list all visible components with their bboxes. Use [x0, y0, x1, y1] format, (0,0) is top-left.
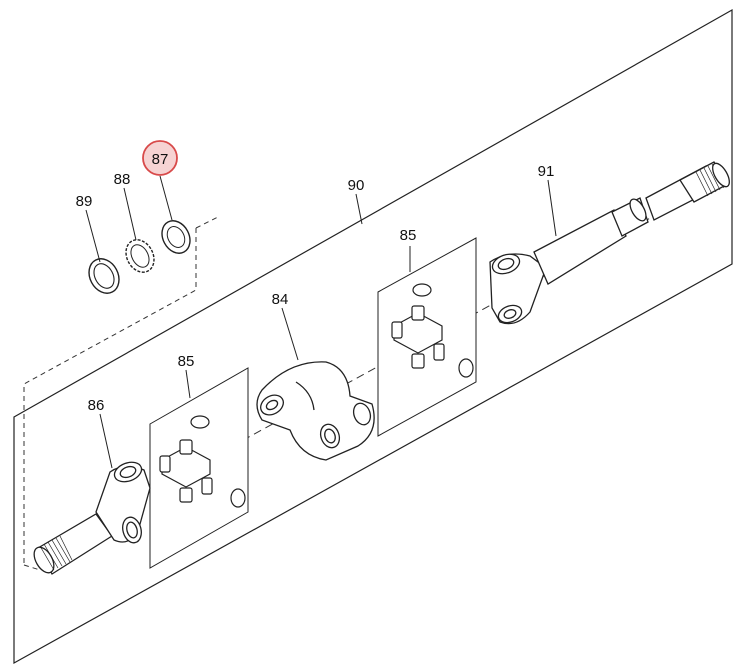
callout-86[interactable]: 86: [88, 397, 105, 414]
callout-90[interactable]: 90: [348, 177, 365, 194]
leader-lines: [85, 175, 557, 469]
callout-highlight-87: [142, 140, 178, 176]
spline-ring-88: [125, 239, 155, 273]
callout-91[interactable]: 91: [538, 163, 555, 180]
outer-axle-91: [489, 161, 730, 325]
locknut-87: [161, 220, 191, 254]
callout-88[interactable]: 88: [114, 171, 131, 188]
callout-84[interactable]: 84: [272, 291, 289, 308]
coupling-yoke-84: [256, 361, 375, 461]
callout-85-lower[interactable]: 85: [178, 353, 195, 370]
callout-87[interactable]: 87: [152, 151, 169, 168]
kit-frame-90: [13, 8, 733, 665]
callout-89[interactable]: 89: [76, 193, 93, 210]
phantom-box-87-89: [23, 215, 221, 571]
ujoint-85-lower: [159, 415, 246, 508]
washer-89: [88, 258, 120, 294]
ujoint-85-upper: [391, 283, 474, 378]
callout-85-upper[interactable]: 85: [400, 227, 417, 244]
inner-axle-86: [33, 461, 151, 575]
